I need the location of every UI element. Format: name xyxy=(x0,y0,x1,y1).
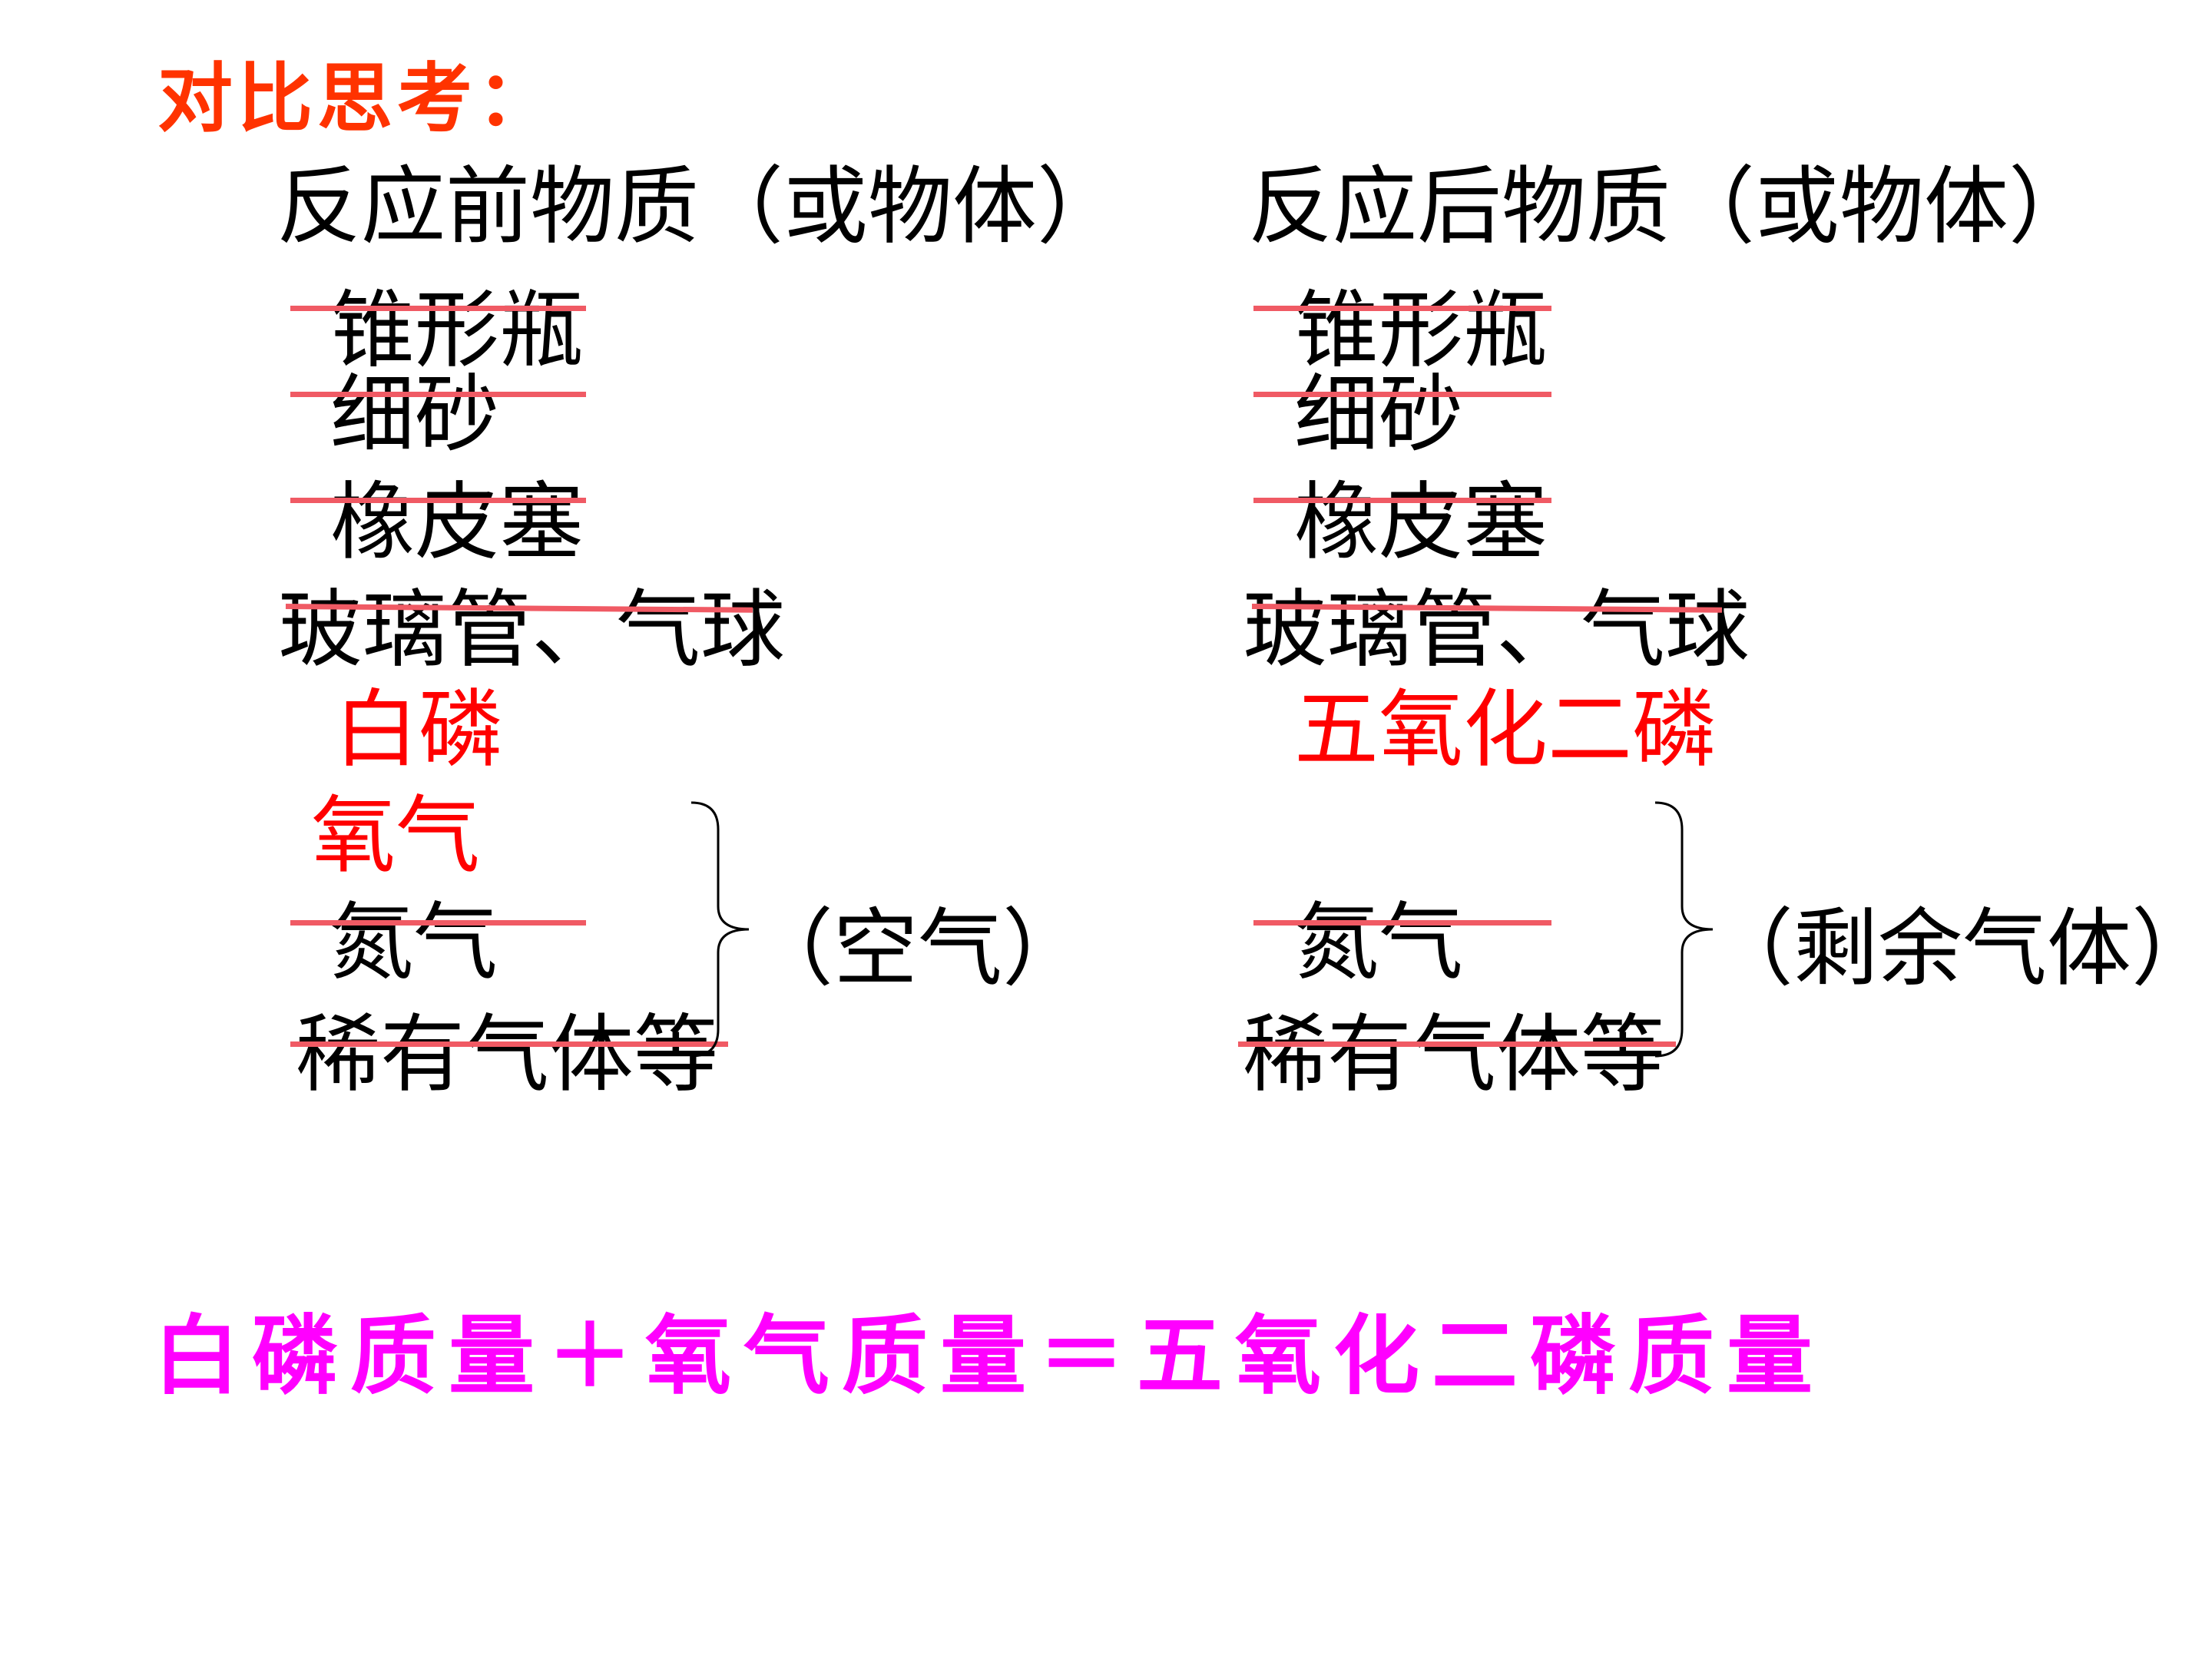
right-item-phosphorus-pentoxide: 五氧化二磷 xyxy=(1294,680,1717,779)
left-item-oxygen: 氧气 xyxy=(311,786,480,885)
right-strike-stopper xyxy=(1253,498,1551,503)
right-strike-noble-gases xyxy=(1238,1041,1676,1047)
right-group-label: （剩余气体） xyxy=(1709,899,2212,998)
left-brace xyxy=(690,801,750,1058)
right-item-nitrogen: 氮气 xyxy=(1294,893,1463,992)
left-strike-noble-gases xyxy=(290,1041,728,1047)
left-item-white-phosphorus: 白磷 xyxy=(334,680,503,779)
right-item-sand: 细砂 xyxy=(1294,366,1463,464)
right-heading: 反应后物质（或物体） xyxy=(1248,157,2093,256)
left-strike-stopper xyxy=(290,498,586,503)
right-strike-nitrogen xyxy=(1253,920,1551,926)
left-group-label: （空气） xyxy=(749,899,1087,998)
left-heading: 反应前物质（或物体） xyxy=(276,157,1121,256)
right-strike-sand xyxy=(1253,392,1551,397)
left-item-stopper: 橡皮塞 xyxy=(330,473,584,571)
right-brace xyxy=(1654,801,1714,1058)
left-item-flask: 锥形瓶 xyxy=(330,281,584,379)
left-item-sand: 细砂 xyxy=(330,366,499,464)
slide-title: 对比思考： xyxy=(157,55,558,143)
right-item-flask: 锥形瓶 xyxy=(1294,281,1548,379)
mass-conservation-equation: 白磷质量＋氧气质量＝五氧化二磷质量 xyxy=(154,1306,1825,1406)
left-strike-nitrogen xyxy=(290,920,586,926)
left-strike-sand xyxy=(290,392,586,397)
right-item-tube-balloon: 玻璃管、气球 xyxy=(1243,581,1750,679)
right-item-noble-gases: 稀有气体等 xyxy=(1243,1005,1665,1104)
left-strike-flask xyxy=(290,306,586,311)
right-item-stopper: 橡皮塞 xyxy=(1294,473,1548,571)
left-item-noble-gases: 稀有气体等 xyxy=(296,1005,718,1104)
left-item-nitrogen: 氮气 xyxy=(329,893,498,992)
left-item-tube-balloon: 玻璃管、气球 xyxy=(278,581,785,679)
right-strike-flask xyxy=(1253,306,1551,311)
